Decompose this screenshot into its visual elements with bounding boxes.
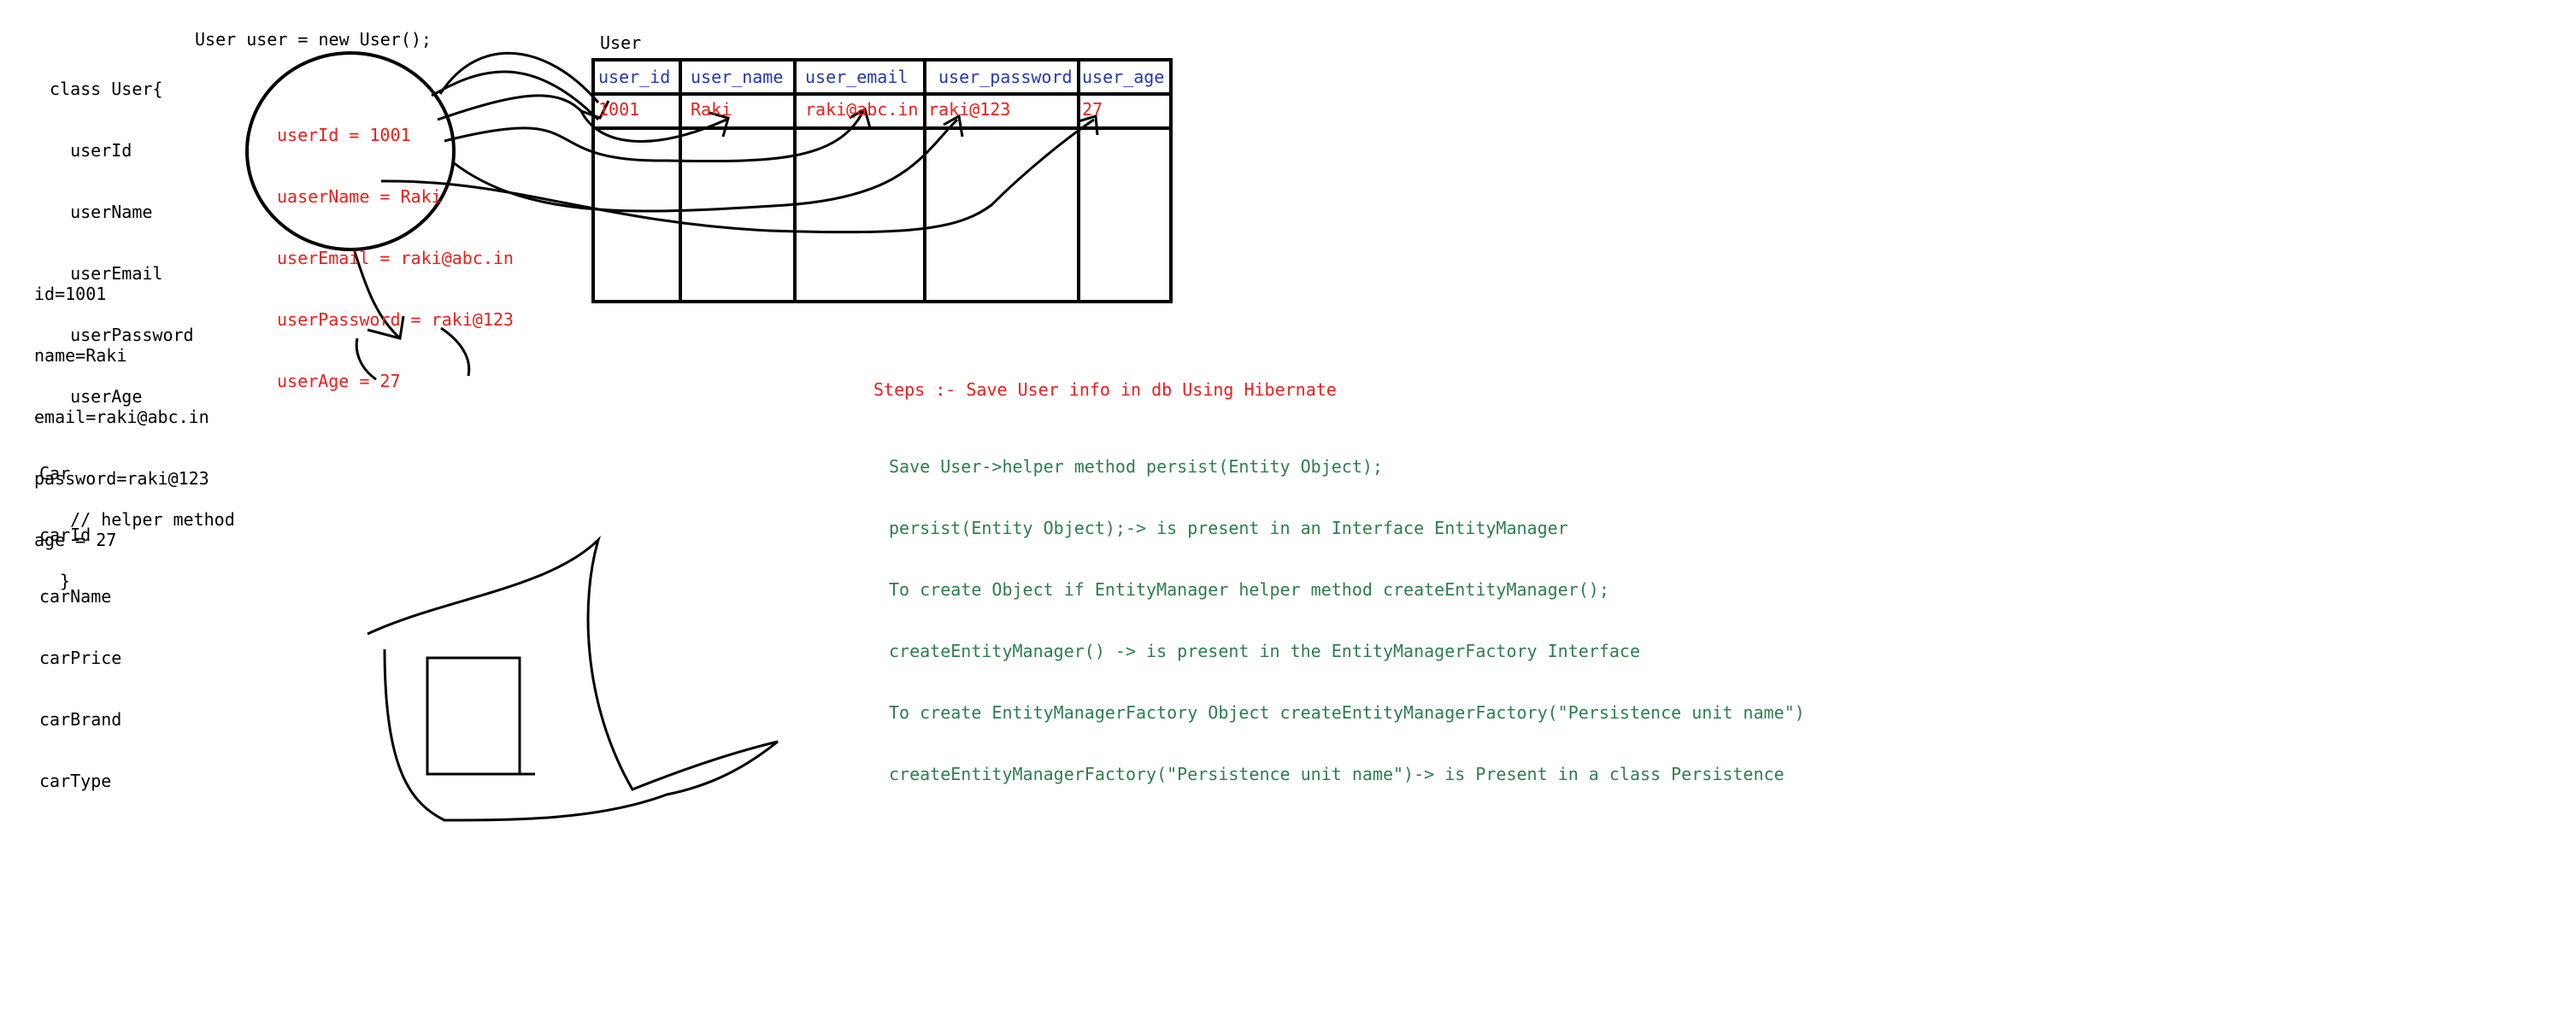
car-line: Car: [39, 463, 71, 484]
property-line: age = 27: [34, 530, 117, 550]
table-header-cell: user_email: [805, 67, 909, 87]
steps-block: Save User->helper method persist(Entity …: [889, 415, 1805, 805]
table-row-cell: raki@abc.in: [805, 99, 919, 120]
code-line: userAge: [50, 386, 143, 407]
arrow-username: [437, 94, 727, 143]
step-line: persist(Entity Object);-> is present in …: [889, 518, 1568, 538]
car-line: carId: [39, 525, 91, 545]
arrow-userpassword: [452, 118, 959, 213]
new-user-statement: User user = new User();: [195, 29, 432, 50]
car-line: carPrice: [39, 648, 122, 668]
arrow-userid: [431, 70, 600, 121]
table-header-cell: user_name: [691, 67, 784, 87]
property-line: password=raki@123: [34, 468, 209, 489]
table-header-cell: user_password: [938, 67, 1073, 87]
table-header-cell: user_age: [1082, 67, 1165, 87]
table-row-cell: 27: [1082, 99, 1103, 120]
step-line: createEntityManager() -> is present in t…: [889, 641, 1640, 661]
step-line: To create Object if EntityManager helper…: [889, 579, 1609, 600]
property-line: name=Raki: [34, 345, 127, 366]
car-line: carName: [39, 586, 112, 607]
object-fields-block: userId = 1001 uaserName = Raki userEmail…: [277, 84, 514, 412]
table-title: User: [600, 32, 642, 53]
class-user-block: class User{ userId userName userEmail us…: [50, 38, 235, 612]
property-line: email=raki@abc.in: [34, 407, 209, 427]
code-line: // helper method: [50, 509, 235, 530]
house-sketch: [367, 535, 779, 822]
table-row-cell: Raki: [691, 99, 732, 120]
field-line: userAge = 27: [277, 371, 401, 391]
code-line: userId: [50, 140, 132, 161]
field-line: userEmail = raki@abc.in: [277, 248, 514, 268]
arrow-userage: [380, 118, 1095, 234]
mapping-arrows: [380, 51, 1099, 234]
table-header-cell: user_id: [598, 67, 671, 87]
car-line: carType: [39, 771, 112, 791]
car-line: carBrand: [39, 709, 122, 730]
code-line: class User{: [50, 79, 163, 99]
car-class-block: Car carId carName carPrice carBrand carT…: [39, 422, 121, 812]
properties-block: id=1001 name=Raki email=raki@abc.in pass…: [34, 243, 209, 571]
code-line: }: [50, 571, 71, 591]
user-table-grid: [591, 58, 1173, 303]
field-line: uaserName = Raki: [277, 186, 442, 207]
object-ellipse: [245, 51, 456, 251]
field-line: userPassword = raki@123: [277, 309, 514, 330]
code-line: userEmail: [50, 263, 163, 284]
table-row-cell: 1001: [598, 99, 640, 120]
property-line: id=1001: [34, 284, 107, 304]
down-arrow: [352, 249, 471, 381]
table-row-cell: raki@123: [928, 99, 1011, 120]
step-line: To create EntityManagerFactory Object cr…: [889, 702, 1805, 723]
step-line: Save User->helper method persist(Entity …: [889, 456, 1383, 477]
step-line: createEntityManagerFactory("Persistence …: [889, 764, 1785, 784]
code-line: userPassword: [50, 325, 194, 345]
field-line: userId = 1001: [277, 125, 411, 145]
steps-title: Steps :- Save User info in db Using Hibe…: [873, 379, 1337, 400]
code-line: userName: [50, 202, 153, 222]
arrow-useremail: [444, 110, 865, 163]
